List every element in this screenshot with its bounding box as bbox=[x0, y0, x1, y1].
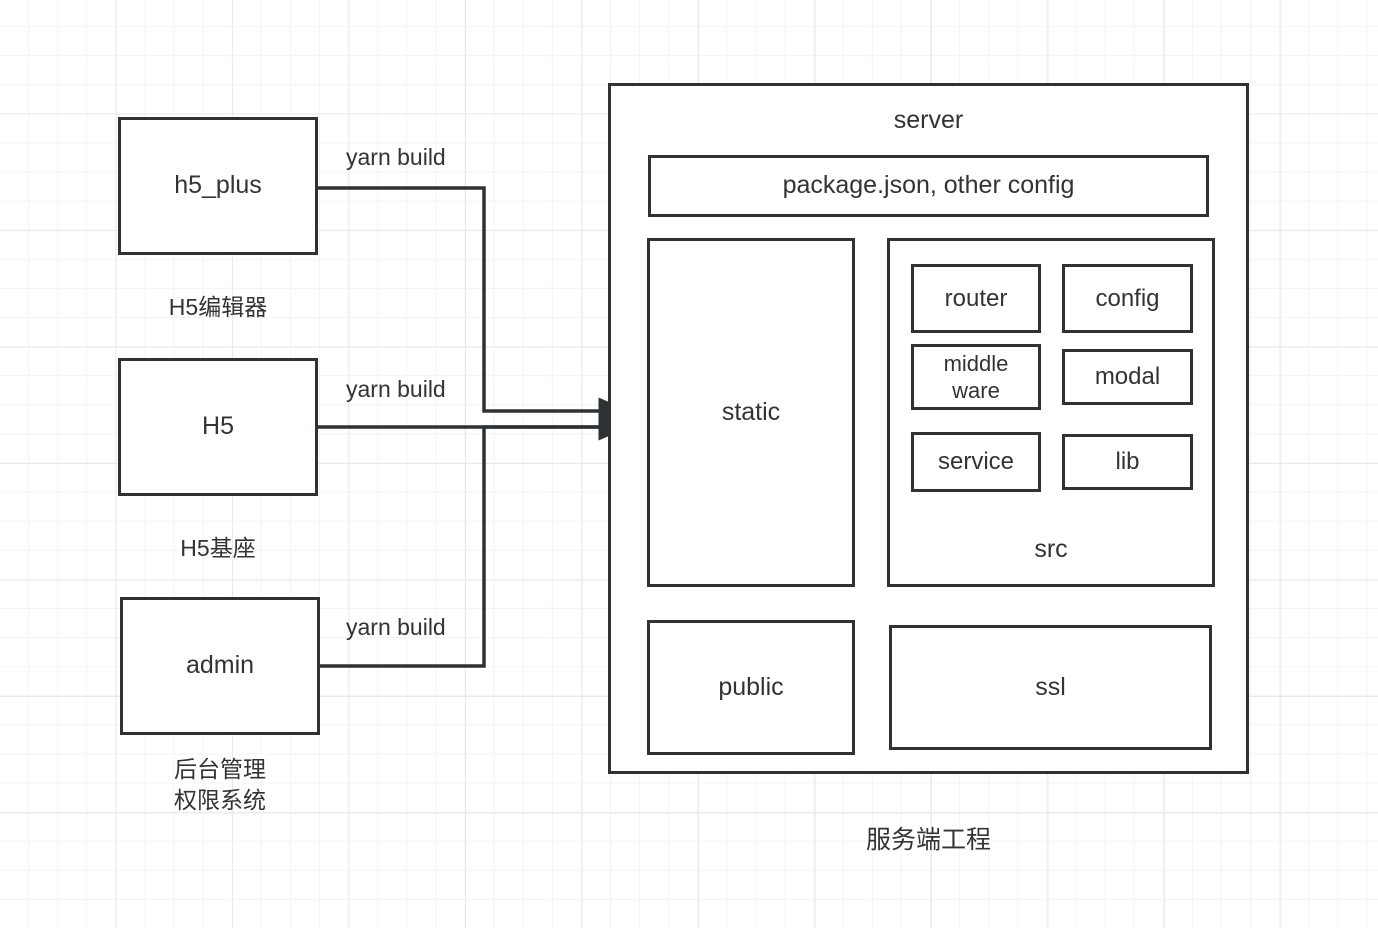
node-h5-plus-label: h5_plus bbox=[174, 171, 262, 200]
server-ssl-box[interactable]: ssl bbox=[889, 625, 1212, 750]
node-h5-plus[interactable]: h5_plus bbox=[118, 117, 318, 255]
server-static-box[interactable]: static bbox=[647, 238, 855, 587]
src-child-config-label: config bbox=[1095, 284, 1160, 312]
caption-server: 服务端工程 bbox=[865, 826, 991, 854]
src-child-router-label: router bbox=[944, 284, 1008, 312]
node-h5-label: H5 bbox=[202, 412, 234, 441]
src-child-lib[interactable]: lib bbox=[1062, 434, 1193, 490]
src-child-modal[interactable]: modal bbox=[1062, 349, 1193, 405]
server-ssl-label: ssl bbox=[1035, 672, 1066, 701]
src-child-middleware-label: middle ware bbox=[943, 350, 1009, 404]
src-child-service[interactable]: service bbox=[911, 432, 1041, 492]
edge-label-h5-plus-build: yarn build bbox=[346, 144, 446, 170]
node-admin-label: admin bbox=[185, 651, 255, 680]
src-child-middleware[interactable]: middle ware bbox=[911, 344, 1041, 410]
node-admin[interactable]: admin bbox=[120, 597, 320, 735]
src-child-modal-label: modal bbox=[1094, 363, 1161, 390]
node-h5[interactable]: H5 bbox=[118, 358, 318, 496]
src-child-lib-label: lib bbox=[1115, 448, 1140, 475]
edge-label-admin-build: yarn build bbox=[346, 614, 446, 640]
caption-h5: H5基座 bbox=[180, 535, 256, 561]
caption-h5-plus: H5编辑器 bbox=[168, 294, 268, 320]
src-child-config[interactable]: config bbox=[1062, 264, 1193, 333]
caption-admin: 后台管理 权限系统 bbox=[174, 756, 266, 814]
server-config-label: package.json, other config bbox=[782, 171, 1075, 200]
edge-label-h5-build: yarn build bbox=[346, 376, 446, 402]
server-public-box[interactable]: public bbox=[647, 620, 855, 755]
src-child-service-label: service bbox=[937, 448, 1015, 475]
server-static-label: static bbox=[721, 397, 781, 426]
src-child-router[interactable]: router bbox=[911, 264, 1041, 333]
server-config-box[interactable]: package.json, other config bbox=[648, 155, 1209, 217]
server-public-label: public bbox=[718, 672, 784, 701]
